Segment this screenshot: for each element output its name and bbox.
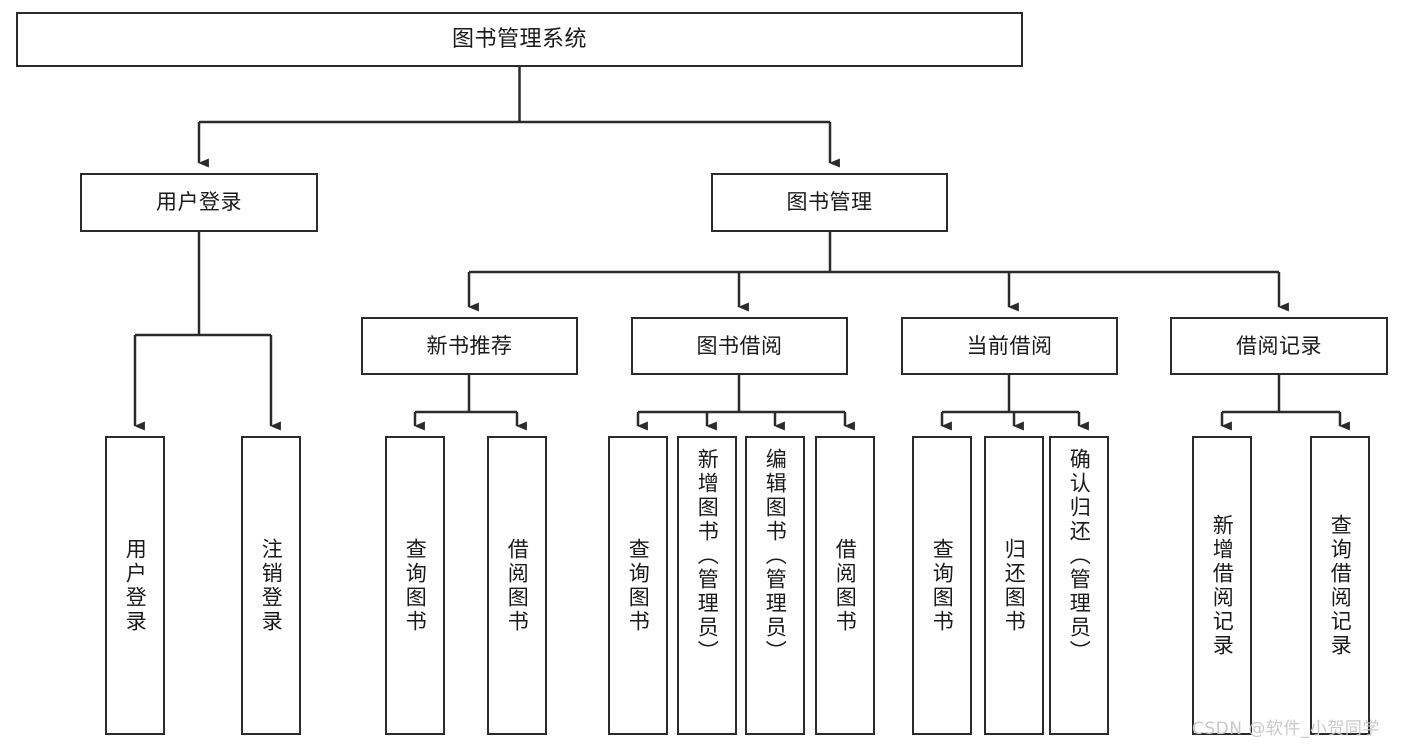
node-leaf-query-book-2[interactable]: 查询图书 xyxy=(608,436,668,735)
node-leaf-borrow-book-2[interactable]: 借阅图书 xyxy=(815,436,875,735)
csdn-watermark: CSDN @软件_小贺同学 xyxy=(1192,719,1380,739)
node-leaf-edit-book-label: 编辑图书（管理员） xyxy=(763,448,788,664)
node-leaf-borrow-book-2-label: 借阅图书 xyxy=(833,537,858,634)
node-leaf-query-book-2-label: 查询图书 xyxy=(626,537,651,634)
node-leaf-confirm-return[interactable]: 确认归还（管理员） xyxy=(1049,436,1109,735)
node-current-borrow[interactable]: 当前借阅 xyxy=(901,317,1118,375)
node-leaf-query-book-1-label: 查询图书 xyxy=(403,537,428,634)
node-leaf-return-book[interactable]: 归还图书 xyxy=(984,436,1044,735)
node-leaf-query-book-1[interactable]: 查询图书 xyxy=(385,436,445,735)
node-root-label: 图书管理系统 xyxy=(451,26,587,52)
node-book-manage[interactable]: 图书管理 xyxy=(711,173,948,232)
node-leaf-add-record[interactable]: 新增借阅记录 xyxy=(1192,436,1252,735)
node-leaf-borrow-book-1-label: 借阅图书 xyxy=(505,537,530,634)
node-leaf-logout[interactable]: 注销登录 xyxy=(241,436,301,735)
node-user-login-label: 用户登录 xyxy=(156,190,242,215)
node-leaf-query-record[interactable]: 查询借阅记录 xyxy=(1310,436,1370,735)
node-leaf-return-book-label: 归还图书 xyxy=(1002,537,1027,634)
node-root[interactable]: 图书管理系统 xyxy=(16,12,1023,67)
node-leaf-borrow-book-1[interactable]: 借阅图书 xyxy=(487,436,547,735)
node-leaf-query-record-label: 查询借阅记录 xyxy=(1328,513,1353,658)
node-leaf-edit-book[interactable]: 编辑图书（管理员） xyxy=(745,436,805,735)
node-leaf-user-login-label: 用户登录 xyxy=(123,537,148,634)
node-book-borrow[interactable]: 图书借阅 xyxy=(631,317,848,375)
node-leaf-add-record-label: 新增借阅记录 xyxy=(1210,513,1235,658)
node-leaf-add-book-label: 新增图书（管理员） xyxy=(695,448,720,664)
node-new-book-rec-label: 新书推荐 xyxy=(426,333,513,358)
node-leaf-query-book-3[interactable]: 查询图书 xyxy=(912,436,972,735)
node-leaf-user-login[interactable]: 用户登录 xyxy=(105,436,165,735)
node-leaf-add-book[interactable]: 新增图书（管理员） xyxy=(677,436,737,735)
node-book-borrow-label: 图书借阅 xyxy=(696,333,783,358)
node-user-login[interactable]: 用户登录 xyxy=(80,173,318,232)
node-book-manage-label: 图书管理 xyxy=(786,190,873,215)
node-leaf-confirm-return-label: 确认归还（管理员） xyxy=(1067,448,1092,664)
node-borrow-record[interactable]: 借阅记录 xyxy=(1170,317,1388,375)
node-leaf-query-book-3-label: 查询图书 xyxy=(930,537,955,634)
node-leaf-logout-label: 注销登录 xyxy=(259,537,284,634)
node-current-borrow-label: 当前借阅 xyxy=(966,333,1053,358)
node-borrow-record-label: 借阅记录 xyxy=(1236,333,1322,358)
node-new-book-rec[interactable]: 新书推荐 xyxy=(361,317,578,375)
